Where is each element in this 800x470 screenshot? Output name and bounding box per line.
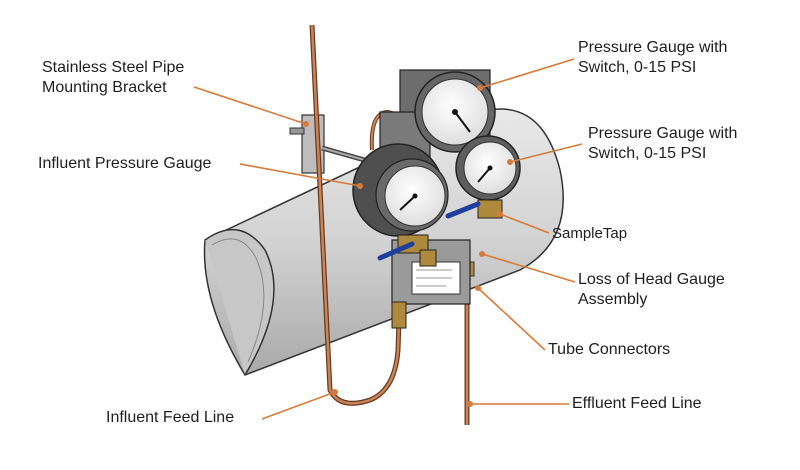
pressure-gauge-right: [455, 135, 521, 201]
label-mounting-bracket-line1: Stainless Steel Pipe: [42, 59, 185, 76]
label-influent-pressure-gauge: Influent Pressure Gauge: [38, 155, 212, 172]
label-effluent-feed-line: Effluent Feed Line: [572, 395, 702, 412]
label-mounting-bracket-line2: Mounting Bracket: [42, 79, 167, 96]
valves: [377, 199, 503, 329]
pressure-gauge-top: [414, 71, 496, 153]
label-pressure-gauge-top-line1: Pressure Gauge with: [578, 39, 728, 56]
label-sample-tap: SampleTap: [552, 225, 628, 242]
label-tube-connectors: Tube Connectors: [548, 341, 671, 358]
callout-gauge-top: [479, 58, 575, 89]
label-pressure-gauge-top: Pressure Gauge with Switch, 0-15 PSI: [578, 38, 727, 78]
influent-pressure-gauge: [352, 143, 449, 237]
callout-lines: [193, 58, 583, 420]
callout-influent-gauge: [239, 163, 361, 187]
label-mounting-bracket: Stainless Steel Pipe Mounting Bracket: [42, 58, 184, 98]
label-pressure-gauge-top-line2: Switch, 0-15 PSI: [578, 59, 697, 76]
label-pressure-gauge-right-line1: Pressure Gauge with: [588, 125, 738, 142]
label-pressure-gauge-right-line2: Switch, 0-15 PSI: [588, 145, 707, 162]
callout-sample-tap: [499, 213, 550, 234]
callout-influent-feed: [261, 391, 336, 420]
label-loss-of-head-line2: Assembly: [578, 291, 648, 308]
label-pressure-gauge-right: Pressure Gauge with Switch, 0-15 PSI: [588, 124, 737, 164]
callout-bracket: [193, 86, 307, 125]
callout-tube-connectors: [477, 287, 546, 351]
label-loss-of-head-line1: Loss of Head Gauge: [578, 271, 725, 288]
label-loss-of-head-assembly: Loss of Head Gauge Assembly: [578, 270, 725, 310]
callout-gauge-right: [509, 143, 583, 163]
callout-loss-of-head: [481, 253, 576, 283]
label-influent-feed-line: Influent Feed Line: [106, 409, 235, 426]
